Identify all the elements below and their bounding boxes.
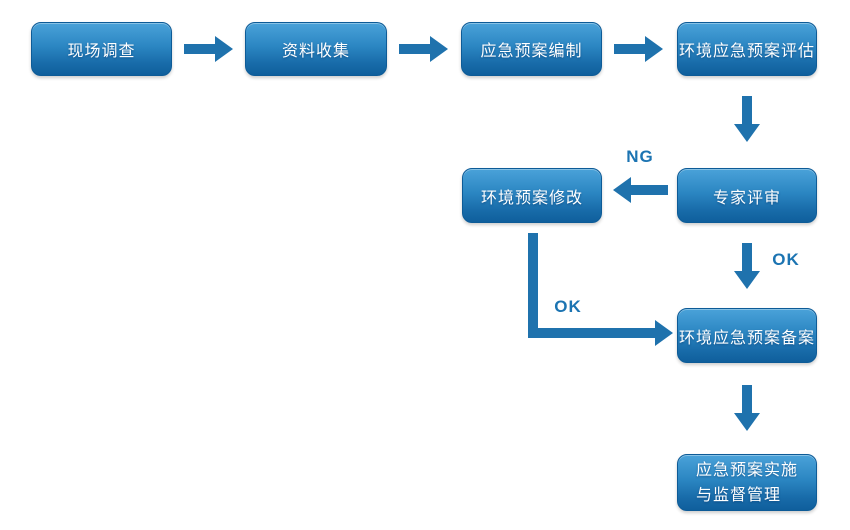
- edge-label-ok-review-to-filing: OK: [772, 250, 800, 269]
- node-site-survey-label: 现场调查: [67, 43, 136, 60]
- arrow-review-to-revision-ng: [613, 177, 668, 203]
- arrow-survey-to-collection: [184, 36, 233, 62]
- node-env-plan-revision: 环境预案修改: [462, 168, 602, 223]
- node-env-plan-revision-label: 环境预案修改: [480, 189, 583, 207]
- node-expert-review: 专家评审: [677, 168, 817, 223]
- node-expert-review-label: 专家评审: [712, 189, 781, 207]
- node-env-emergency-plan-filing: 环境应急预案备案: [677, 308, 817, 363]
- node-env-emergency-plan-assessment-label: 环境应急预案评估: [678, 43, 815, 60]
- edge-label-ok-revision-to-filing: OK: [554, 297, 582, 316]
- node-data-collection: 资料收集: [245, 22, 387, 76]
- arrow-compilation-to-assessment: [614, 36, 663, 62]
- edge-label-ng: NG: [626, 147, 654, 166]
- arrow-filing-to-implementation: [734, 385, 760, 431]
- node-env-emergency-plan-assessment: 环境应急预案评估: [677, 22, 817, 76]
- arrow-review-to-filing-ok: [734, 243, 760, 289]
- arrow-assessment-to-review: [734, 96, 760, 142]
- arrow-collection-to-compilation: [399, 36, 448, 62]
- node-plan-implementation-supervision-label: 应急预案实施 与监督管理: [695, 461, 798, 504]
- node-data-collection-label: 资料收集: [281, 43, 350, 60]
- node-emergency-plan-compilation: 应急预案编制: [461, 22, 602, 76]
- node-plan-implementation-supervision: 应急预案实施 与监督管理: [677, 454, 817, 511]
- node-site-survey: 现场调查: [31, 22, 172, 76]
- arrow-revision-to-filing-ok: [528, 233, 673, 346]
- node-env-emergency-plan-filing-label: 环境应急预案备案: [678, 329, 815, 347]
- node-emergency-plan-compilation-label: 应急预案编制: [480, 43, 583, 60]
